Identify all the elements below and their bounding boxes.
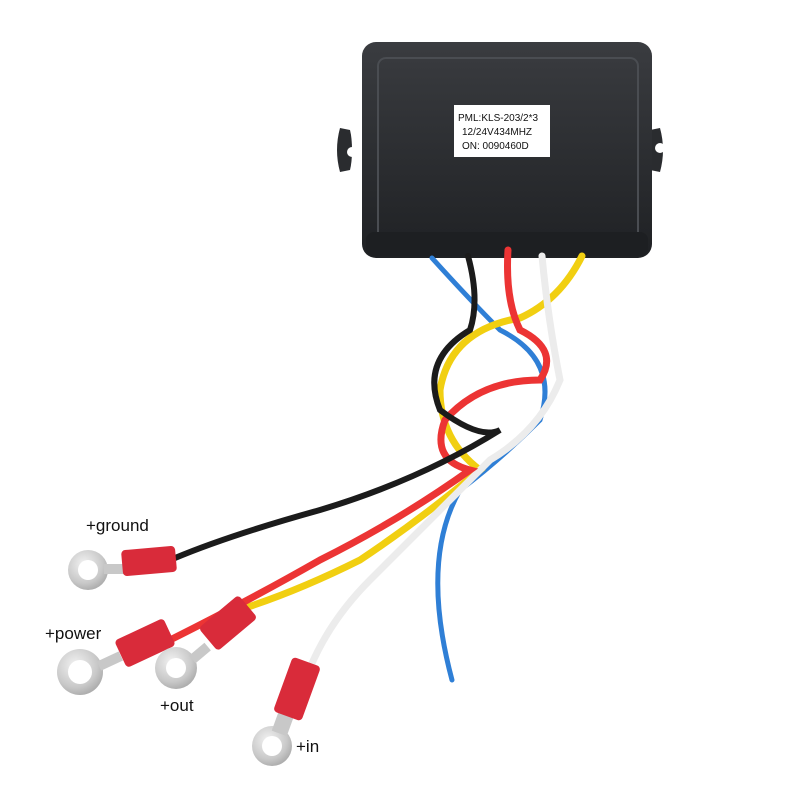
label-out: +out (160, 696, 194, 715)
wire-yellow (241, 252, 586, 612)
sticker-line-2: 12/24V434MHZ (462, 127, 532, 138)
mount-hole-right-icon (655, 143, 665, 153)
label-power: +power (45, 624, 102, 643)
mount-hole-left-icon (347, 147, 357, 157)
wire-red (166, 246, 551, 644)
label-in: +in (296, 737, 320, 756)
sticker-line-3: ON: 0090460D (462, 141, 529, 152)
label-sticker: PML:KLS-203/2*3 12/24V434MHZ ON: 0090460… (454, 105, 550, 157)
wire-black (172, 253, 502, 561)
terminal-out (155, 596, 256, 689)
terminal-power (57, 619, 175, 695)
label-ground: +ground (86, 516, 149, 535)
sticker-line-1: PML:KLS-203/2*3 (458, 113, 538, 124)
wire-bundle (166, 246, 586, 683)
wire-blue (429, 255, 548, 683)
terminal-ground (68, 546, 177, 590)
wire-white (306, 252, 564, 672)
terminal-in (252, 657, 320, 766)
